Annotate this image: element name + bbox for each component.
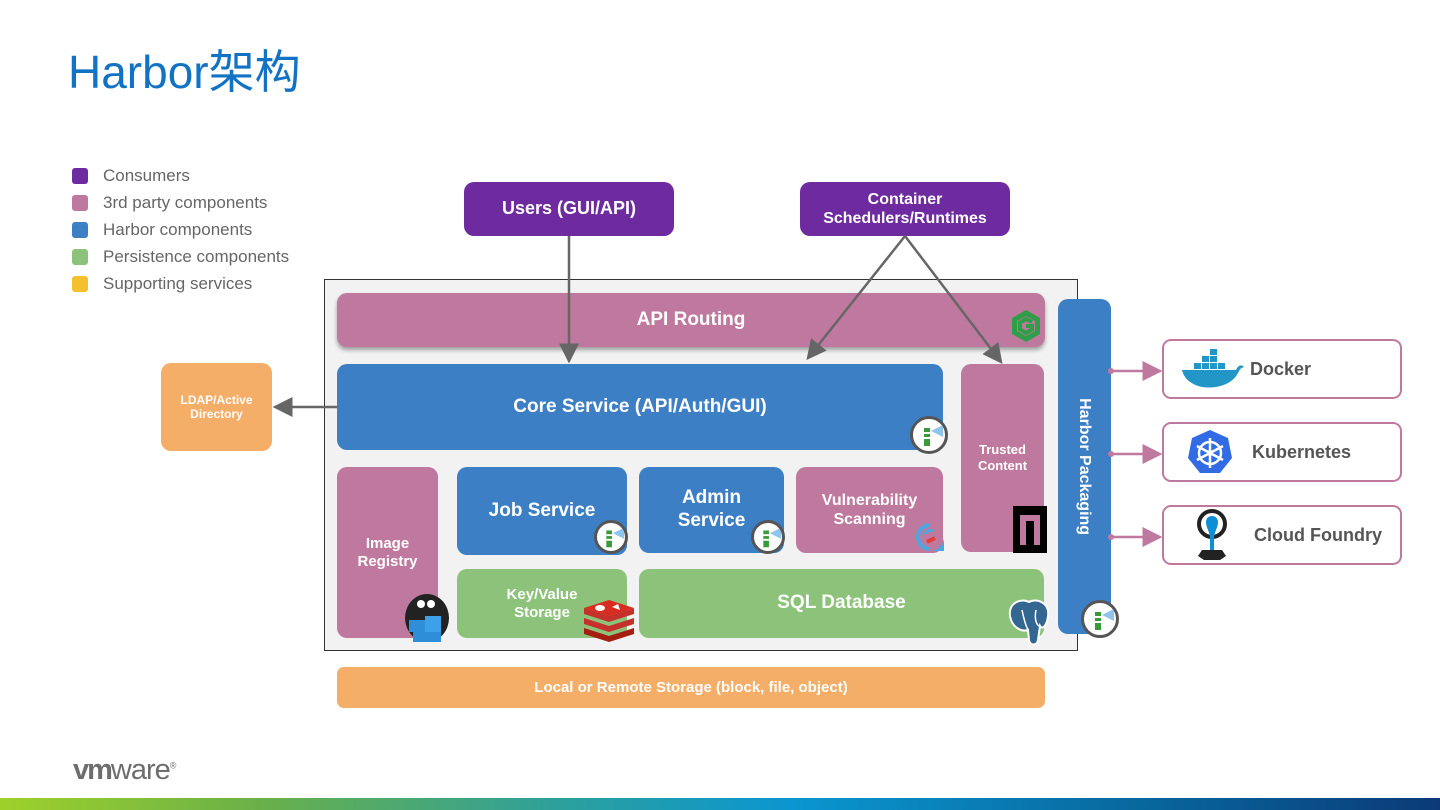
- trusted-content-box: Trusted Content: [961, 364, 1044, 552]
- core-service-box: Core Service (API/Auth/GUI): [337, 364, 943, 450]
- cloud-foundry-icon: [1192, 508, 1254, 562]
- vmware-logo: vmware®: [73, 754, 176, 786]
- legend-swatch: [72, 194, 88, 211]
- footer-gradient-bar: [0, 798, 1440, 810]
- legend-item-consumers: Consumers: [72, 162, 289, 189]
- clair-icon: [913, 520, 947, 554]
- storage-label: Local or Remote Storage (block, file, ob…: [534, 678, 848, 696]
- platform-label: Docker: [1250, 358, 1312, 379]
- packaging-to-cloud-foundry-arrow: [1108, 527, 1163, 547]
- harbor-lighthouse-icon: [594, 520, 628, 554]
- kubernetes-icon: [1186, 428, 1252, 476]
- api-routing-box: API Routing: [337, 293, 1045, 347]
- legend-swatch: [72, 221, 88, 238]
- harbor-packaging-label: Harbor Packaging: [1076, 398, 1094, 535]
- sql-database-box: SQL Database: [639, 569, 1044, 638]
- kv-label-line2: Storage: [514, 603, 570, 621]
- nginx-icon: [1008, 308, 1044, 344]
- trusted-label-line2: Content: [977, 458, 1028, 473]
- redis-icon: [582, 598, 636, 644]
- vmware-logo-rest: ware: [110, 754, 171, 786]
- legend-label: Consumers: [103, 165, 190, 185]
- legend-label: Persistence components: [103, 246, 290, 266]
- kv-label-line1: Key/Value: [506, 585, 578, 603]
- core-service-label: Core Service (API/Auth/GUI): [513, 395, 767, 417]
- legend-label: 3rd party components: [103, 192, 268, 212]
- api-routing-label: API Routing: [636, 308, 746, 330]
- platform-label: Kubernetes: [1252, 441, 1352, 462]
- harbor-lighthouse-icon: [1081, 600, 1119, 638]
- admin-service-label-line2: Service: [677, 510, 746, 531]
- platform-docker: Docker: [1162, 339, 1402, 399]
- platform-label: Cloud Foundry: [1254, 524, 1382, 545]
- image-registry-label-line1: Image: [365, 534, 410, 552]
- ldap-label-line1: LDAP/Active: [180, 392, 253, 407]
- page-title: Harbor架构: [68, 46, 301, 98]
- docker-icon: [1180, 349, 1250, 389]
- image-registry-box: Image Registry: [337, 467, 438, 638]
- platform-kubernetes: Kubernetes: [1162, 422, 1402, 482]
- vmware-logo-bold: vm: [73, 754, 113, 786]
- trusted-label-line1: Trusted: [979, 442, 1026, 458]
- vulnerability-label-line1: Vulnerability: [821, 491, 918, 509]
- notary-icon: [1013, 506, 1047, 553]
- container-schedulers-box: Container Schedulers/Runtimes: [800, 182, 1010, 236]
- legend-item-supporting: Supporting services: [72, 270, 289, 297]
- harbor-packaging-box: Harbor Packaging: [1058, 299, 1111, 634]
- harbor-lighthouse-icon: [910, 416, 948, 454]
- admin-service-label-line1: Admin: [681, 487, 742, 509]
- storage-box: Local or Remote Storage (block, file, ob…: [337, 667, 1045, 708]
- legend-label: Supporting services: [103, 273, 253, 293]
- harbor-lighthouse-icon: [751, 520, 785, 554]
- schedulers-label-line2: Schedulers/Runtimes: [823, 210, 987, 227]
- legend-label: Harbor components: [103, 219, 253, 239]
- ldap-box: LDAP/Active Directory: [161, 363, 272, 451]
- platform-cloud-foundry: Cloud Foundry: [1162, 505, 1402, 565]
- vulnerability-label-line2: Scanning: [833, 511, 906, 528]
- legend-item-persistence: Persistence components: [72, 243, 289, 270]
- ldap-label-line2: Directory: [190, 407, 243, 421]
- docker-distribution-icon: [401, 592, 453, 646]
- legend-item-harbor: Harbor components: [72, 216, 289, 243]
- image-registry-label-line2: Registry: [357, 552, 418, 570]
- users-label: Users (GUI/API): [501, 198, 637, 219]
- legend-swatch: [72, 167, 88, 184]
- legend: Consumers 3rd party components Harbor co…: [72, 162, 289, 297]
- schedulers-label-line1: Container: [867, 190, 943, 208]
- packaging-to-docker-arrow: [1108, 361, 1163, 381]
- users-box: Users (GUI/API): [464, 182, 674, 236]
- legend-item-third-party: 3rd party components: [72, 189, 289, 216]
- postgresql-icon: [1004, 596, 1054, 648]
- legend-swatch: [72, 248, 88, 265]
- packaging-to-kubernetes-arrow: [1108, 444, 1163, 464]
- legend-swatch: [72, 275, 88, 292]
- sql-database-label: SQL Database: [777, 592, 906, 614]
- job-service-label: Job Service: [488, 499, 596, 521]
